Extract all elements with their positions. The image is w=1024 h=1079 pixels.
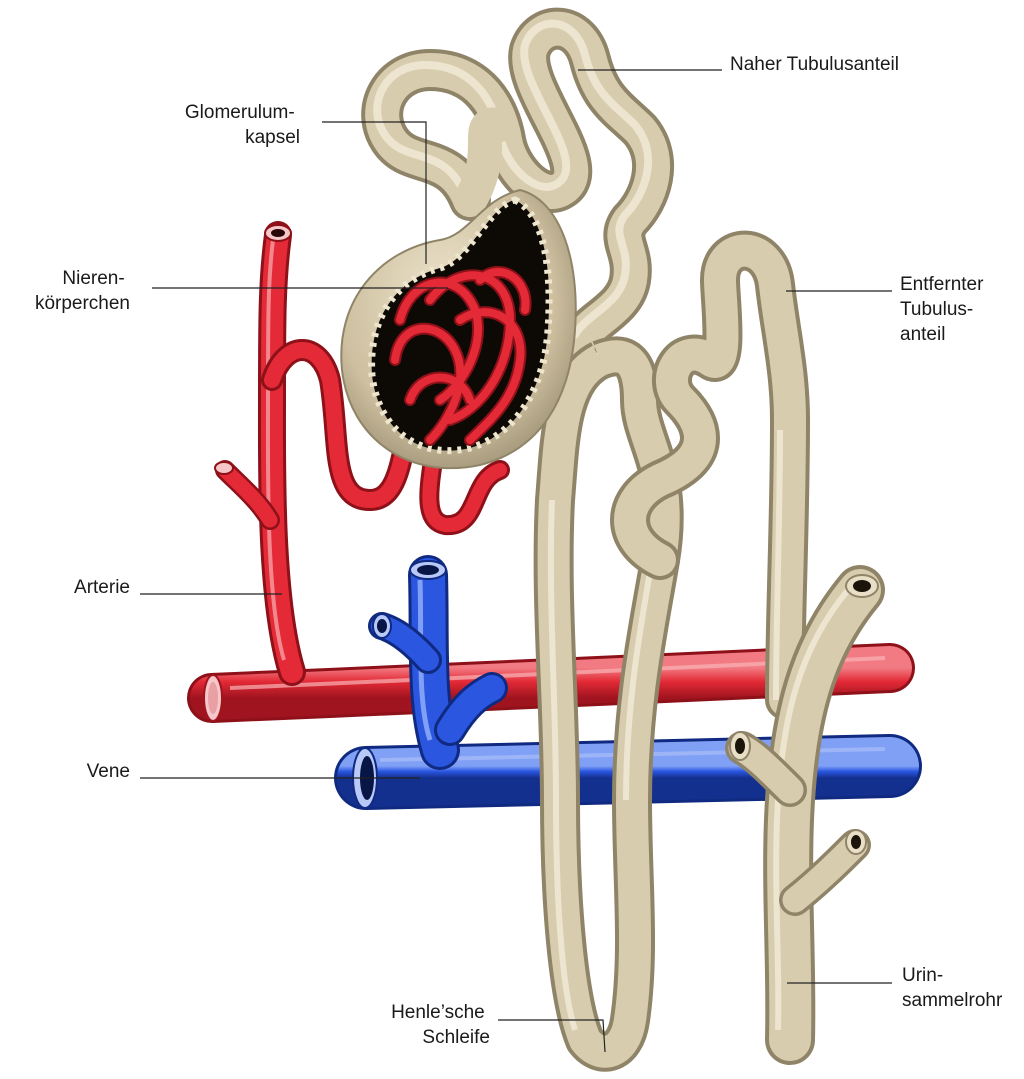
label-nierenkoerperchen: Nieren- körperchen <box>35 268 130 314</box>
vein-vertical <box>368 555 508 770</box>
proximal-tubule <box>361 7 675 361</box>
label-arterie: Arterie <box>74 577 130 598</box>
label-glomerulumkapsel: Glomerulum- kapsel <box>185 102 300 148</box>
leader-glomerulumkapsel <box>322 121 427 264</box>
collecting-duct <box>725 565 885 1065</box>
label-vene: Vene <box>87 761 130 782</box>
label-henlesche-schleife: Henle’sche Schleife <box>391 1002 490 1048</box>
glomerular-capsule <box>340 188 577 470</box>
distal-tubule <box>610 230 810 720</box>
label-entfernter-tubulusanteil: Entfernter Tubulus- anteil <box>900 274 989 345</box>
leader-henlesche-schleife <box>498 1019 606 1053</box>
label-naher-tubulusanteil: Naher Tubulusanteil <box>730 54 899 75</box>
label-urinsammelrohr: Urin- sammelrohr <box>902 965 1003 1011</box>
artery-vertical <box>214 221 510 686</box>
leader-lines <box>140 69 892 1053</box>
